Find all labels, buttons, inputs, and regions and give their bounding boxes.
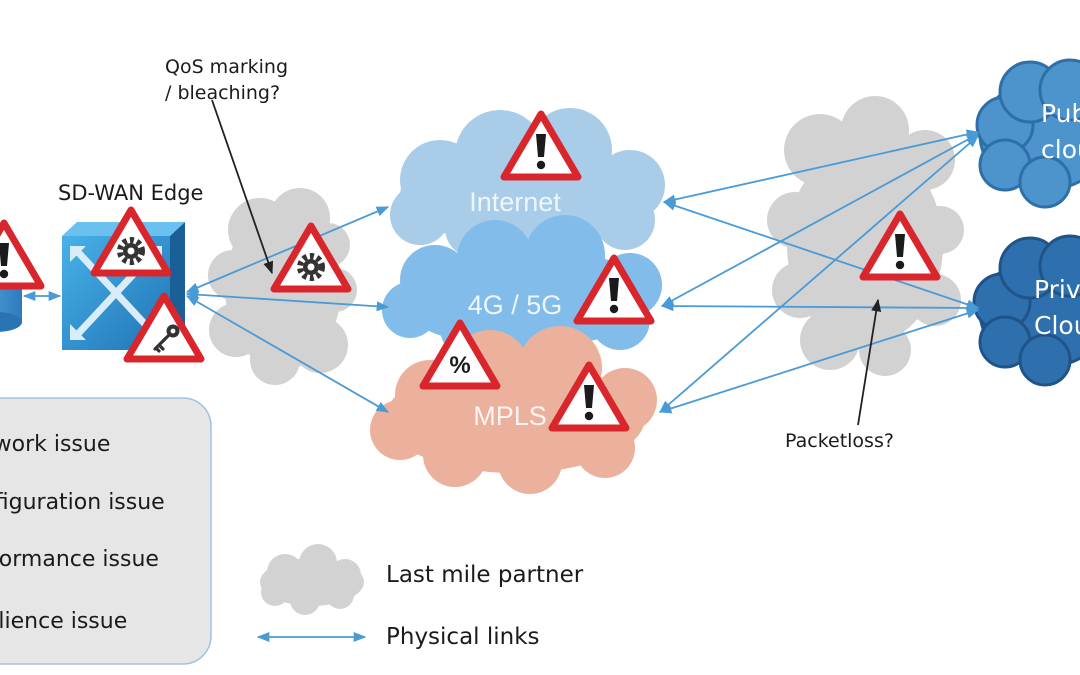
internet-label: Internet: [469, 187, 561, 217]
router-warning-icon: [0, 223, 41, 286]
legend-item: Resilience issue: [0, 609, 128, 634]
sdwan-edge-label: SD-WAN Edge: [58, 181, 204, 205]
link-mpls-private: [658, 308, 980, 414]
legend-item: Performance issue: [0, 547, 159, 572]
legend-last-mile-icon: [260, 544, 364, 615]
public-cloud-label: Public cloud: [1041, 99, 1080, 164]
last-mile-cloud-right: [767, 96, 964, 376]
link-edge-mpls: [185, 295, 390, 413]
issue-legend-box: [0, 397, 212, 665]
qos-annotation-arrow: [211, 99, 274, 275]
public-cloud-shape: [975, 58, 1080, 209]
packetloss-annotation-arrow: [857, 298, 882, 426]
private-cloud-label: Private Cloud: [1034, 275, 1080, 340]
legend-last-mile-label: Last mile partner: [386, 562, 584, 588]
legend-physical-links-label: Physical links: [386, 624, 540, 650]
link-edge-internet: [185, 206, 390, 293]
legend-item: Configuration issue: [0, 490, 165, 515]
qos-annotation: QoS marking / bleaching?: [165, 56, 289, 104]
legend-item: Network issue: [0, 432, 111, 457]
private-cloud-shape: [972, 234, 1080, 387]
cellular-label: 4G / 5G: [468, 290, 563, 320]
mpls-label: MPLS: [473, 401, 547, 431]
physical-links: [22, 129, 980, 414]
packetloss-annotation: Packetloss?: [785, 430, 894, 452]
